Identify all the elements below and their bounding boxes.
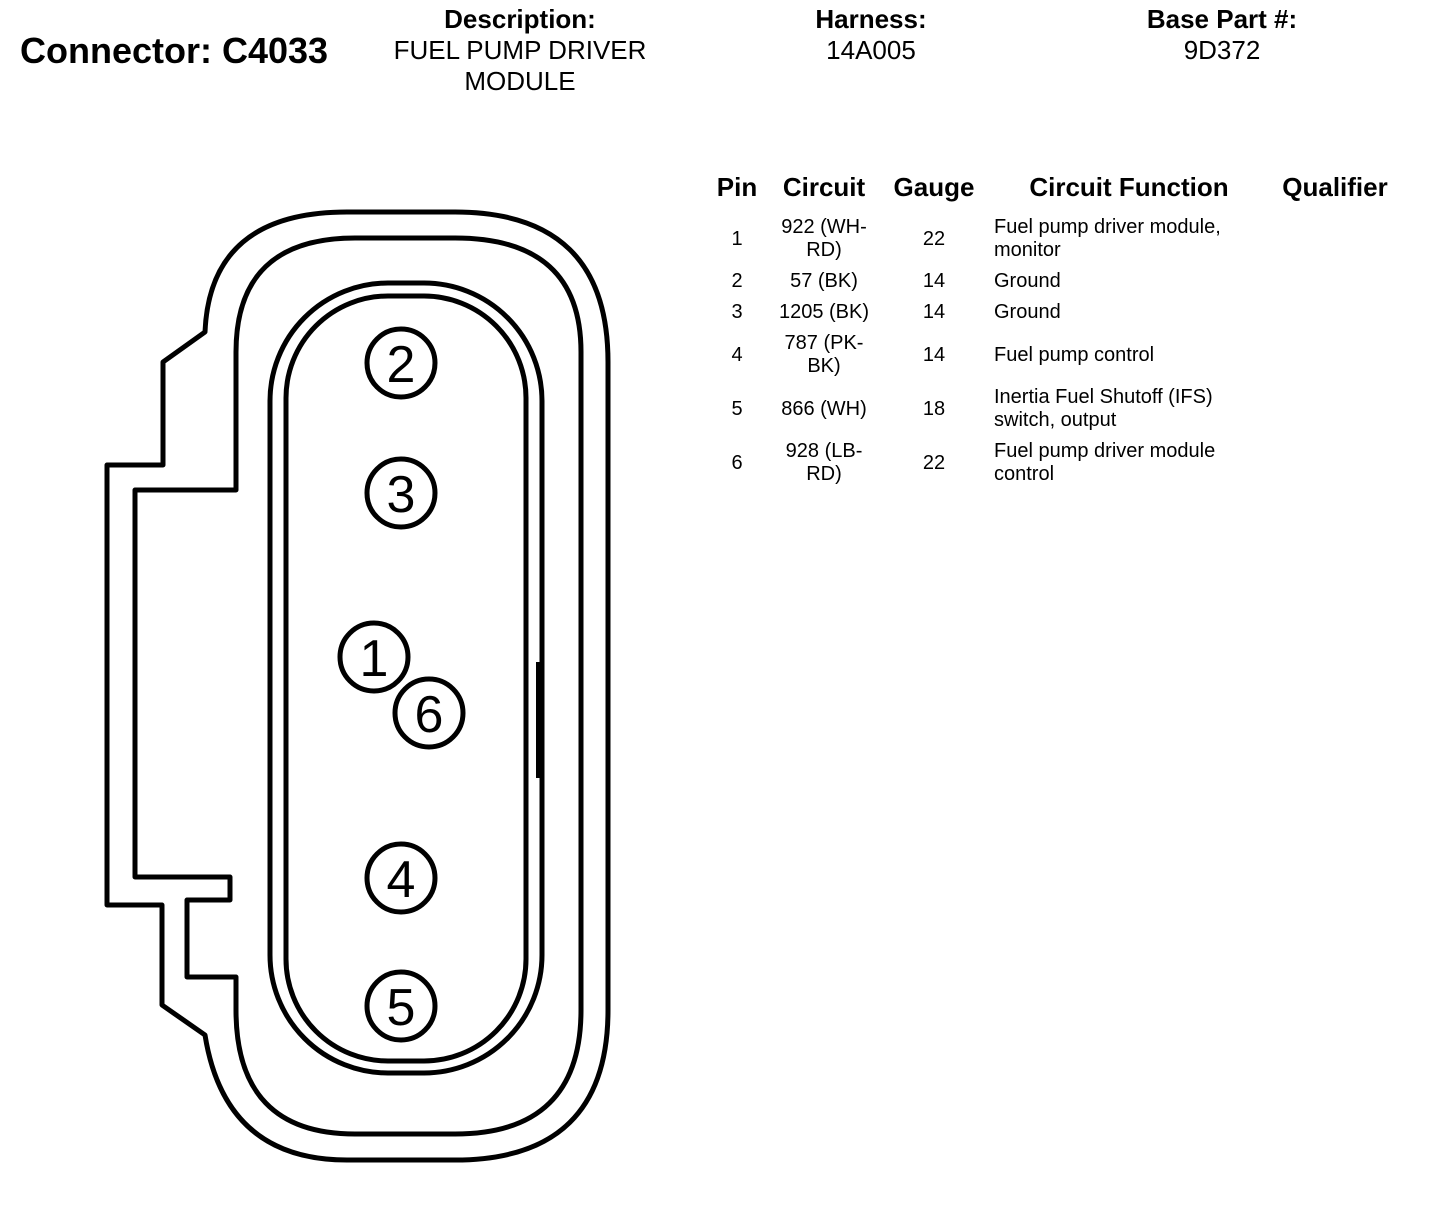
row-pin: 2 (731, 270, 743, 292)
pin-table: Pin Circuit Gauge Circuit Function Quali… (708, 168, 1398, 490)
pin-table-header: Pin Circuit Gauge Circuit Function Quali… (708, 168, 1398, 212)
row-pin: 3 (731, 301, 743, 323)
header-qualifier: Qualifier (1282, 171, 1388, 202)
row-pin: 4 (731, 343, 743, 366)
function-line-2: monitor (994, 239, 1061, 261)
pin-cavity-outer (267, 280, 545, 1076)
header-pin: Pin (716, 171, 758, 202)
connector-inner-housing (132, 235, 584, 1137)
pin-1: 1 (337, 620, 411, 694)
connector-title: Connector: C4033 (20, 30, 329, 71)
row-qualifier (1272, 212, 1398, 266)
circuit-line-1: 787 (PK- (784, 332, 864, 354)
function-line-2: switch, output (994, 409, 1117, 431)
base-part-label: Base Part #: (1146, 4, 1298, 34)
row-circuit: 928 (LB-RD) (766, 436, 882, 490)
header-gauge: Gauge (893, 171, 975, 202)
pin-2: 2 (364, 326, 438, 400)
row-gauge: 14 (922, 301, 946, 323)
pin-6-number: 6 (415, 686, 444, 744)
row-circuit: 866 (WH) (781, 397, 867, 420)
row-circuit: 787 (PK-BK) (766, 328, 882, 382)
row-function: Ground (994, 270, 1061, 292)
row-gauge: 18 (922, 397, 946, 420)
table-row: 1 922 (WH-RD) 22 Fuel pump driver module… (708, 212, 1398, 266)
row-pin: 5 (731, 397, 743, 420)
function-line-1: Fuel pump driver module (994, 440, 1216, 462)
row-gauge: 22 (922, 451, 946, 474)
row-gauge: 22 (922, 227, 946, 250)
row-qualifier (1272, 266, 1398, 297)
pin-6: 6 (392, 676, 466, 750)
connector-face-diagram: 2 3 1 6 4 5 (104, 209, 611, 1163)
function-line-2: control (994, 463, 1055, 485)
row-pin: 1 (731, 227, 743, 250)
pin-4: 4 (364, 841, 438, 915)
row-qualifier (1272, 297, 1398, 328)
row-function: Fuel pump control (994, 343, 1155, 366)
connector-outer-housing (104, 209, 611, 1163)
header-circuit: Circuit (782, 171, 866, 202)
function-line-1: Inertia Fuel Shutoff (IFS) (994, 386, 1213, 408)
description-line-2: MODULE (464, 66, 576, 96)
circuit-line-2: RD) (806, 239, 842, 261)
table-row: 4 787 (PK-BK) 14 Fuel pump control (708, 328, 1398, 382)
row-function: Fuel pump driver module,monitor (986, 212, 1272, 266)
table-row: 6 928 (LB-RD) 22 Fuel pump driver module… (708, 436, 1398, 490)
circuit-line-1: 928 (LB- (785, 440, 863, 462)
table-row: 3 1205 (BK) 14 Ground (708, 297, 1398, 328)
row-qualifier (1272, 328, 1398, 382)
header-circuit-function: Circuit Function (1029, 171, 1229, 202)
base-part-block: Base Part #: 9D372 (1122, 4, 1322, 66)
row-circuit: 922 (WH-RD) (766, 212, 882, 266)
circuit-line-2: RD) (806, 463, 842, 485)
harness-value: 14A005 (826, 35, 916, 65)
table-row: 5 866 (WH) 18 Inertia Fuel Shutoff (IFS)… (708, 382, 1398, 436)
row-function: Ground (994, 301, 1061, 323)
pin-5-number: 5 (387, 979, 416, 1037)
description-block: Description: FUEL PUMP DRIVER MODULE (370, 4, 670, 97)
row-pin: 6 (731, 451, 743, 474)
circuit-line-2: BK) (807, 355, 841, 377)
row-qualifier (1272, 382, 1398, 436)
pin-cavity-inner (283, 293, 529, 1064)
pin-4-number: 4 (387, 851, 416, 909)
base-part-value: 9D372 (1183, 35, 1261, 65)
table-row: 2 57 (BK) 14 Ground (708, 266, 1398, 297)
pin-3: 3 (364, 456, 438, 530)
row-gauge: 14 (922, 270, 946, 292)
harness-label: Harness: (815, 4, 927, 34)
pin-3-number: 3 (387, 466, 416, 524)
harness-block: Harness: 14A005 (771, 4, 971, 66)
pin-1-number: 1 (360, 630, 389, 688)
row-gauge: 14 (922, 343, 946, 366)
row-circuit: 57 (BK) (790, 270, 858, 292)
description-line-1: FUEL PUMP DRIVER (393, 35, 647, 65)
row-circuit: 1205 (BK) (778, 301, 870, 323)
pin-5: 5 (364, 969, 438, 1043)
row-qualifier (1272, 436, 1398, 490)
pin-2-number: 2 (387, 336, 416, 394)
row-function: Inertia Fuel Shutoff (IFS)switch, output (986, 382, 1272, 436)
description-label: Description: (444, 4, 596, 34)
circuit-line-1: 922 (WH- (781, 216, 867, 238)
function-line-1: Fuel pump driver module, (994, 216, 1221, 238)
